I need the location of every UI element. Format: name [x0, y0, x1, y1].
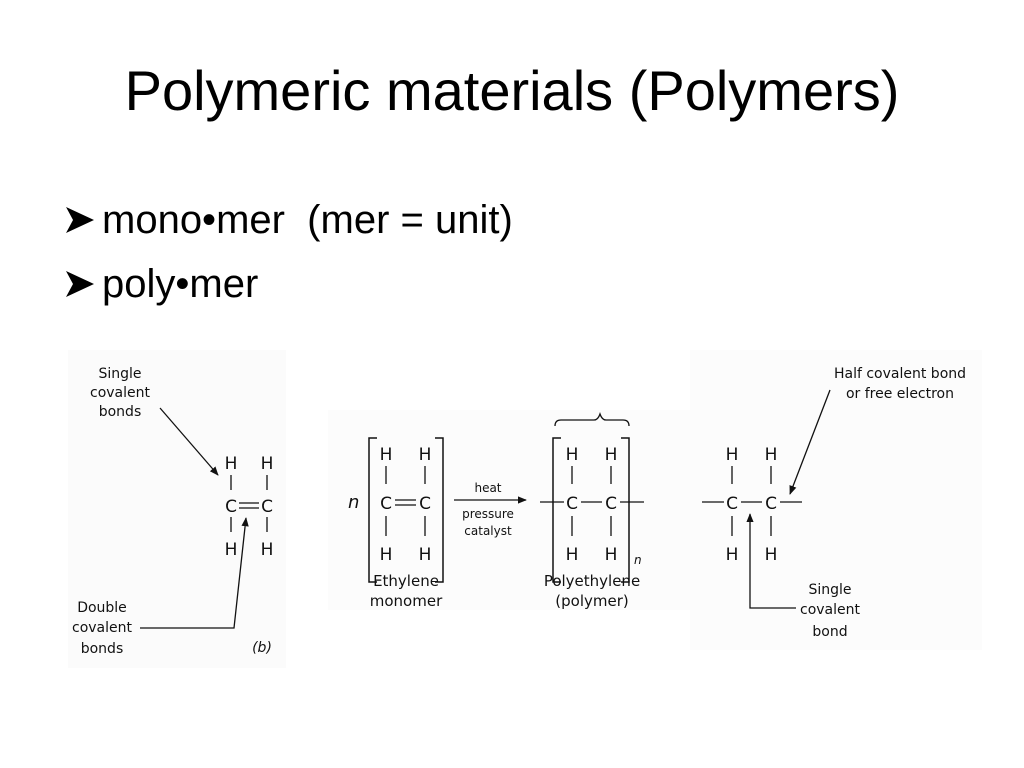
- atom-c: C: [261, 497, 273, 517]
- atom-c: C: [566, 494, 578, 514]
- arrowhead-bullet-icon: [66, 207, 94, 233]
- bullet-text: poly•mer: [102, 262, 259, 306]
- atom-c: C: [380, 494, 392, 514]
- subscript-n: n: [634, 553, 642, 567]
- brace-top: [554, 411, 630, 427]
- atom-h: H: [380, 445, 393, 465]
- atom-c: C: [225, 497, 237, 517]
- polymerization-diagram: Single covalent bonds H H C C H H Double…: [68, 350, 982, 668]
- atom-h: H: [726, 445, 739, 465]
- arrowhead-bullet-icon: [66, 271, 94, 297]
- atom-h: H: [380, 545, 393, 565]
- atom-h: H: [225, 540, 238, 560]
- label-single-line3: bonds: [99, 404, 142, 420]
- panel-b: n H H C C H H Ethylene monomer heat pres…: [348, 411, 644, 610]
- panel-a: Single covalent bonds H H C C H H Double…: [72, 366, 273, 657]
- atom-h: H: [419, 445, 432, 465]
- atom-c: C: [726, 494, 738, 514]
- arrow-single-bond-c: [746, 513, 796, 609]
- label-single-line2: covalent: [90, 385, 151, 401]
- atom-h: H: [765, 545, 778, 565]
- panel-c-background: [690, 350, 982, 650]
- bracket-right: [621, 437, 630, 583]
- bracket-right: [435, 437, 444, 583]
- atom-h: H: [225, 454, 238, 474]
- arrow-half-bond: [789, 389, 831, 495]
- bullet-item: mono•mer (mer = unit): [64, 188, 513, 252]
- polymer-caption-line2: (polymer): [555, 592, 628, 610]
- condition-pressure: pressure: [462, 507, 514, 521]
- condition-heat: heat: [474, 481, 501, 495]
- arrow-double-bond: [140, 517, 249, 629]
- label-half-line2: or free electron: [846, 386, 954, 402]
- atom-h: H: [605, 545, 618, 565]
- atom-c: C: [605, 494, 617, 514]
- atom-h: H: [726, 545, 739, 565]
- bullet-text: mono•mer (mer = unit): [102, 198, 513, 242]
- atom-h: H: [419, 545, 432, 565]
- label-half-line1: Half covalent bond: [834, 366, 966, 382]
- monomer-caption-line2: monomer: [370, 592, 443, 610]
- monomer-caption-line1: Ethylene: [373, 572, 439, 590]
- atom-h: H: [605, 445, 618, 465]
- coefficient-n: n: [348, 492, 359, 513]
- slide-title: Polymeric materials (Polymers): [124, 59, 900, 122]
- ethylene-structure: H H C C H H: [225, 454, 274, 560]
- panel-b-background: [328, 410, 720, 610]
- condition-catalyst: catalyst: [464, 524, 512, 538]
- mer-structure: H H C C H H: [702, 445, 802, 565]
- label-single-c-line1: Single: [808, 582, 851, 598]
- bracket-left: [552, 437, 561, 583]
- polymer-structure: H H C C H H: [540, 445, 644, 565]
- label-double-line2: covalent: [72, 620, 133, 636]
- label-double-line3: bonds: [81, 641, 124, 657]
- label-single-c-line2: covalent: [800, 602, 861, 618]
- polymerization-figure: Single covalent bonds H H C C H H Double…: [68, 350, 982, 675]
- label-single-c-line3: bond: [812, 624, 847, 640]
- bullet-list: mono•mer (mer = unit) poly•mer: [64, 188, 513, 316]
- panel-label: (b): [252, 640, 272, 656]
- atom-h: H: [566, 445, 579, 465]
- bullet-item: poly•mer: [64, 252, 513, 316]
- atom-h: H: [566, 545, 579, 565]
- panel-a-background: [68, 350, 286, 668]
- panel-c: Half covalent bond or free electron H H …: [702, 366, 966, 640]
- label-single-line1: Single: [98, 366, 141, 382]
- arrow-single-bond: [159, 407, 219, 476]
- monomer-structure: H H C C H H: [380, 445, 432, 565]
- atom-h: H: [261, 540, 274, 560]
- atom-c: C: [419, 494, 431, 514]
- atom-h: H: [261, 454, 274, 474]
- atom-c: C: [765, 494, 777, 514]
- label-double-line1: Double: [77, 600, 127, 616]
- polymer-caption-line1: Polyethylene: [544, 572, 640, 590]
- atom-h: H: [765, 445, 778, 465]
- bracket-left: [368, 437, 377, 583]
